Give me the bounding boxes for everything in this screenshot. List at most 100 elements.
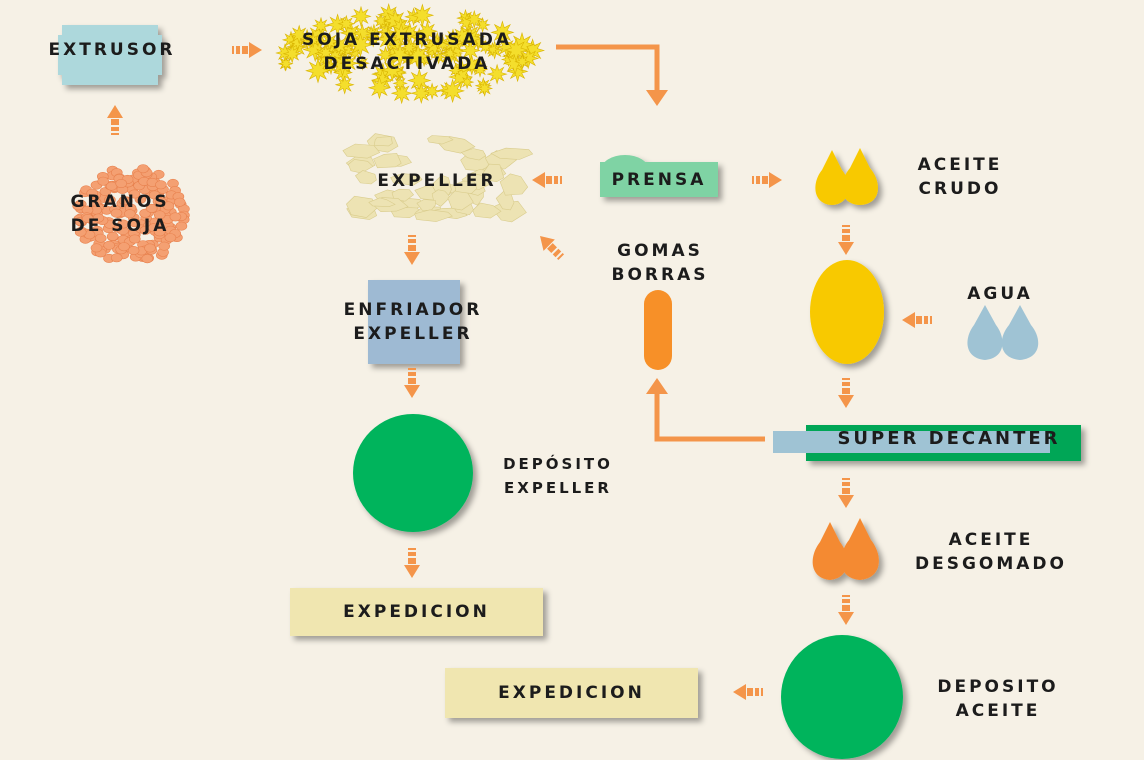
soja-star xyxy=(339,53,359,73)
arrow-soja-to-prensa xyxy=(556,44,668,106)
expeller-flake xyxy=(368,197,396,208)
soja-star xyxy=(347,32,373,58)
arrow-extrusor-to-soja xyxy=(232,42,262,58)
arrow-expeller-to-enfriador xyxy=(404,235,420,265)
deposito-expeller-label: DEPÓSITO EXPELLER xyxy=(503,455,613,497)
soja-star xyxy=(410,3,435,28)
expeller-flake xyxy=(342,143,381,159)
soja-star xyxy=(389,22,413,46)
soja-star xyxy=(459,74,475,90)
expedicion-2-label: EXPEDICION xyxy=(498,683,645,703)
soja-star xyxy=(390,82,413,105)
aceite-desgomado-drops xyxy=(812,518,879,580)
soja-extrusada-stars xyxy=(275,3,545,105)
soja-star xyxy=(431,49,446,65)
soja-bean xyxy=(86,188,98,198)
soja-bean xyxy=(90,243,103,253)
expeller-label: EXPELLER xyxy=(377,171,497,191)
aceite-crudo-drops xyxy=(815,148,879,205)
soja-bean xyxy=(97,176,109,186)
soja-bean xyxy=(164,233,177,243)
soja-star xyxy=(486,63,508,85)
soja-bean xyxy=(74,227,87,237)
soja-star xyxy=(433,34,452,53)
prensa-label: PRENSA xyxy=(611,170,707,190)
deposito-aceite-tank xyxy=(781,635,903,759)
soja-star xyxy=(317,44,335,62)
deposito-aceite-label: DEPOSITO ACEITE xyxy=(937,677,1059,721)
soja-bean xyxy=(129,234,141,244)
soja-bean xyxy=(162,201,175,211)
soja-star xyxy=(471,61,489,78)
granos-de-soja-beans xyxy=(72,164,190,264)
expeller-flake xyxy=(354,170,377,185)
soja-star xyxy=(514,53,531,70)
expeller-flake xyxy=(427,135,454,145)
soja-bean xyxy=(72,201,84,211)
expedicion-1-label: EXPEDICION xyxy=(343,602,490,622)
soja-bean xyxy=(145,203,158,213)
arrow-decanter-to-gomas xyxy=(646,378,765,442)
arrow-granos-to-extrusor xyxy=(107,105,123,135)
granos-de-soja-label: GRANOS DE SOJA xyxy=(70,192,170,236)
soja-bean xyxy=(141,254,154,264)
soja-star xyxy=(464,9,484,29)
expeller-flakes xyxy=(342,133,534,223)
soja-star xyxy=(305,32,321,48)
soja-bean xyxy=(82,214,94,224)
soja-bean xyxy=(169,212,182,222)
arrow-prensa-to-expeller xyxy=(532,172,562,188)
arrow-tank-to-decanter xyxy=(838,378,854,408)
extrusor-block xyxy=(58,25,162,85)
super-decanter-label: SUPER DECANTER xyxy=(837,428,1061,449)
expeller-flake xyxy=(499,173,529,196)
soja-bean xyxy=(144,243,156,253)
soja-bean xyxy=(153,227,166,237)
soja-star xyxy=(334,74,355,95)
soja-star xyxy=(400,39,418,56)
soja-star xyxy=(423,82,441,100)
soja-bean xyxy=(127,246,140,256)
soja-bean xyxy=(106,231,119,241)
soja-bean xyxy=(175,221,188,231)
soja-bean xyxy=(94,233,107,243)
soja-star xyxy=(311,16,330,35)
enfriador-expeller-box xyxy=(368,280,460,364)
soja-star xyxy=(440,78,465,104)
soja-star xyxy=(460,40,481,61)
expeller-flake xyxy=(460,148,487,161)
soja-star xyxy=(305,57,331,84)
expeller-flake xyxy=(431,189,451,207)
soja-bean xyxy=(117,219,129,229)
soja-star xyxy=(474,16,491,33)
aceite-crudo-tank xyxy=(810,260,884,364)
soja-bean xyxy=(124,209,136,219)
arrow-deposito-to-expedicion xyxy=(404,548,420,578)
soja-star xyxy=(337,14,356,33)
soja-bean xyxy=(128,218,141,228)
soja-star xyxy=(350,5,372,28)
soja-bean xyxy=(110,208,123,218)
soja-star xyxy=(278,55,294,72)
expedicion-box-2 xyxy=(445,668,698,718)
agua-drops xyxy=(967,305,1039,360)
arrow-crudo-to-tank xyxy=(838,225,854,255)
soja-bean xyxy=(173,197,186,207)
extrusor-label: EXTRUSOR xyxy=(48,40,176,60)
soja-star xyxy=(392,75,408,91)
soja-star xyxy=(441,31,465,55)
soja-bean xyxy=(118,196,131,206)
soja-bean xyxy=(110,253,123,263)
super-decanter-block xyxy=(773,425,1081,461)
enfriador-expeller-label: ENFRIADOR EXPELLER xyxy=(343,300,483,344)
expeller-flake xyxy=(490,147,534,160)
arrow-desgomado-to-deposito xyxy=(838,595,854,625)
gomas-borras-label: GOMAS BORRAS xyxy=(611,241,709,285)
expeller-flake xyxy=(454,180,478,194)
soja-bean xyxy=(103,240,115,250)
expeller-flake xyxy=(373,136,393,147)
gomas-borras-capsule xyxy=(644,290,672,370)
expeller-flake xyxy=(414,209,453,222)
expeller-flake xyxy=(373,153,402,169)
soja-bean xyxy=(153,210,166,220)
